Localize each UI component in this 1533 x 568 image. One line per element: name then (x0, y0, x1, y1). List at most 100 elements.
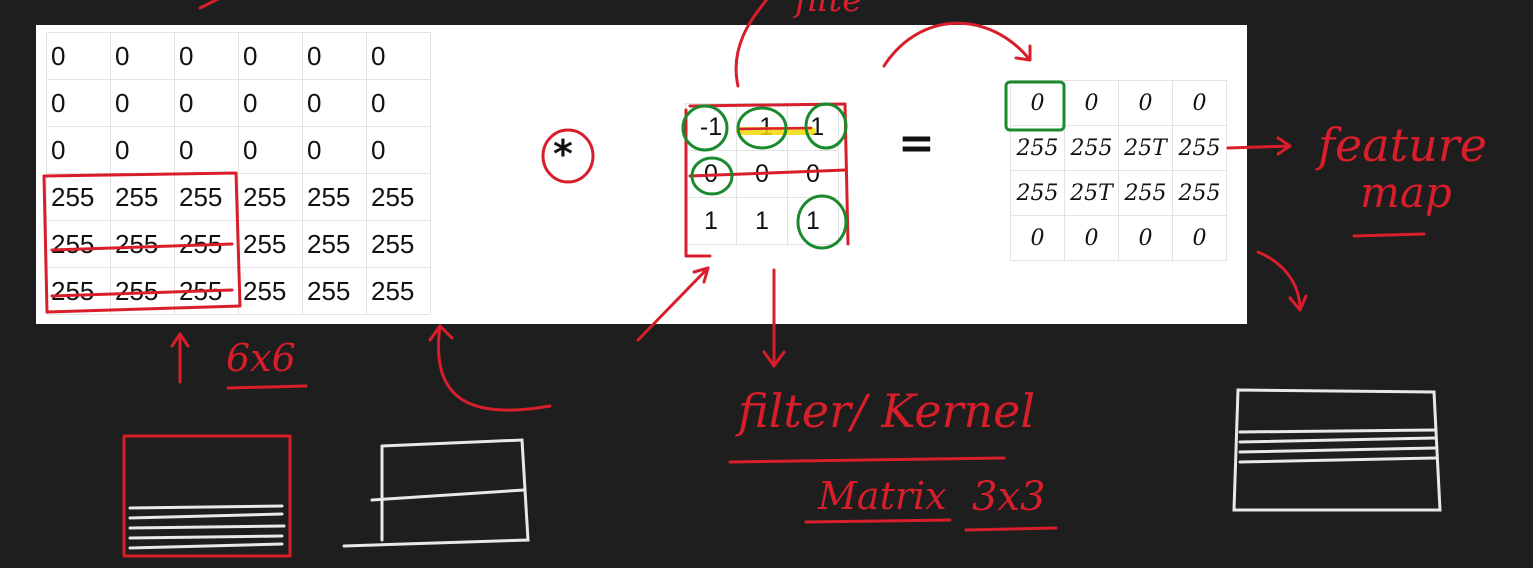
feature-map-row: 0 0 0 0 (1010, 215, 1227, 261)
sketch-image-box (1232, 388, 1442, 512)
matrix-cell: 255 (238, 267, 303, 315)
feature-map-cell: 255 (1172, 125, 1227, 171)
feature-map-cell: 255 (1010, 125, 1065, 171)
matrix-cell: 0 (110, 126, 175, 174)
feature-map-cell: 0 (1172, 80, 1227, 126)
top-filter-note: filte (795, 0, 863, 20)
matrix-row: 0 0 0 0 0 0 (46, 126, 431, 174)
matrix-row: 0 0 0 0 0 0 (46, 32, 431, 80)
feature-map-row: 255 255 25T 255 (1010, 125, 1227, 171)
matrix-cell: 255 (110, 267, 175, 315)
kernel-cell: 0 (685, 150, 737, 198)
image-size-label: 6x6 (226, 336, 296, 380)
feature-map-cell: 0 (1064, 215, 1119, 261)
feature-map-cell: 25T (1064, 170, 1119, 216)
kernel-matrix: -1 -1 -1 0 0 0 1 1 1 (685, 103, 839, 245)
underline (1352, 232, 1426, 238)
feature-map-matrix: 0 0 0 0 255 255 25T 255 255 25T 255 255 … (1010, 80, 1227, 261)
feature-map-cell: 0 (1118, 80, 1173, 126)
matrix-cell: 255 (366, 173, 431, 221)
matrix-cell: 0 (110, 79, 175, 127)
matrix-cell: 255 (46, 173, 111, 221)
arrow-icon (170, 332, 190, 384)
feature-map-cell: 0 (1172, 215, 1227, 261)
matrix-cell: 0 (46, 126, 111, 174)
underline (226, 384, 308, 390)
feature-map-row: 0 0 0 0 (1010, 80, 1227, 126)
kernel-cell: -1 (787, 103, 839, 151)
matrix-cell: 0 (302, 32, 367, 80)
scribble-fill (128, 504, 286, 550)
kernel-cell: -1 (685, 103, 737, 151)
feature-map-cell: 0 (1118, 215, 1173, 261)
matrix-cell: 255 (302, 267, 367, 315)
matrix-cell: 0 (46, 32, 111, 80)
convolution-operator: * (553, 132, 573, 176)
kernel-row: 0 0 0 (685, 150, 839, 198)
filter-kernel-label: filter/ Kernel (738, 384, 1036, 438)
matrix-cell: 0 (366, 126, 431, 174)
matrix-cell: 0 (366, 32, 431, 80)
matrix-cell: 0 (302, 79, 367, 127)
matrix-cell: 255 (302, 220, 367, 268)
matrix-cell: 255 (366, 220, 431, 268)
matrix-cell: 0 (174, 79, 239, 127)
matrix-row: 255 255 255 255 255 255 (46, 267, 431, 315)
scribble-fill (1238, 428, 1438, 464)
matrix-row: 0 0 0 0 0 0 (46, 79, 431, 127)
matrix-cell: 0 (366, 79, 431, 127)
matrix-cell: 255 (110, 173, 175, 221)
equals-operator: = (898, 118, 935, 169)
kernel-cell: 0 (736, 150, 788, 198)
matrix-cell: 255 (174, 267, 239, 315)
matrix-cell: 255 (302, 173, 367, 221)
matrix-cell: 0 (238, 32, 303, 80)
arrow-icon (198, 0, 220, 10)
feature-map-cell: 255 (1010, 170, 1065, 216)
feature-map-cell: 25T (1118, 125, 1173, 171)
matrix-cell: 255 (174, 220, 239, 268)
matrix-cell: 0 (174, 32, 239, 80)
feature-map-cell: 0 (1010, 80, 1065, 126)
matrix-cell: 255 (46, 267, 111, 315)
matrix-cell: 0 (46, 79, 111, 127)
feature-map-cell: 255 (1064, 125, 1119, 171)
sketch-line (370, 488, 526, 502)
matrix-cell: 255 (238, 173, 303, 221)
underline (964, 526, 1058, 532)
matrix-cell: 255 (238, 220, 303, 268)
matrix-cell: 0 (302, 126, 367, 174)
arrow-icon (428, 324, 552, 412)
matrix-row: 255 255 255 255 255 255 (46, 220, 431, 268)
kernel-cell: -1 (736, 103, 788, 151)
kernel-cell: 0 (787, 150, 839, 198)
feature-map-cell: 255 (1118, 170, 1173, 216)
feature-map-row: 255 25T 255 255 (1010, 170, 1227, 216)
matrix-cell: 0 (238, 79, 303, 127)
arrow-icon (1256, 250, 1308, 312)
sketch-image-box (122, 434, 292, 558)
matrix-cell: 255 (110, 220, 175, 268)
feature-map-cell: 0 (1064, 80, 1119, 126)
kernel-row: -1 -1 -1 (685, 103, 839, 151)
underline (728, 456, 1006, 464)
matrix-cell: 255 (174, 173, 239, 221)
sketch-image-box (342, 438, 530, 548)
matrix-label: Matrix (818, 474, 947, 518)
matrix-cell: 0 (238, 126, 303, 174)
kernel-cell: 1 (736, 197, 788, 245)
matrix-cell: 255 (366, 267, 431, 315)
matrix-cell: 0 (110, 32, 175, 80)
kernel-cell: 1 (685, 197, 737, 245)
underline (804, 518, 952, 524)
feature-map-label: feature (1318, 118, 1487, 172)
kernel-row: 1 1 1 (685, 197, 839, 245)
matrix-cell: 255 (46, 220, 111, 268)
matrix-row: 255 255 255 255 255 255 (46, 173, 431, 221)
kernel-size-label: 3x3 (972, 474, 1046, 520)
matrix-cell: 0 (174, 126, 239, 174)
input-image-matrix: 0 0 0 0 0 0 0 0 0 0 0 0 0 0 0 0 0 0 255 … (46, 32, 431, 315)
feature-map-cell: 255 (1172, 170, 1227, 216)
feature-map-cell: 0 (1010, 215, 1065, 261)
kernel-cell: 1 (787, 197, 839, 245)
